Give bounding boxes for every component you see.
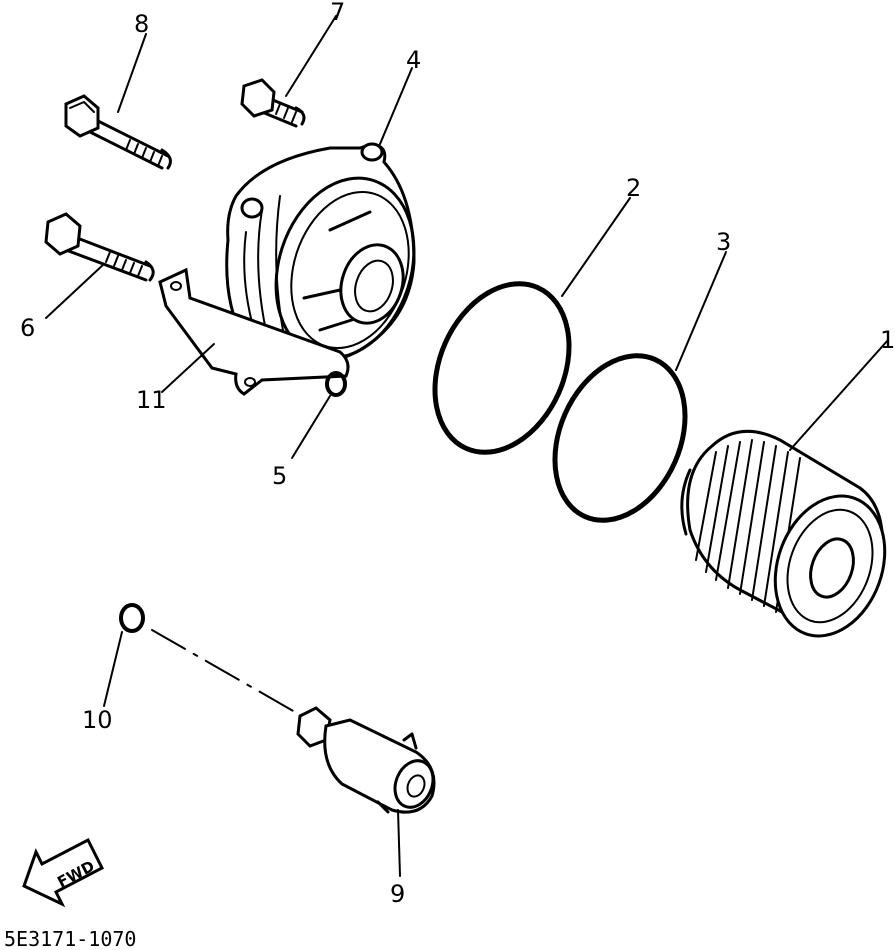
callout-2: 2 (626, 174, 641, 202)
callout-7: 7 (330, 0, 345, 26)
bolt-6 (44, 212, 155, 282)
callout-5: 5 (272, 462, 287, 490)
o-ring-5 (325, 371, 347, 397)
switch-9 (296, 706, 436, 814)
o-ring-3 (552, 353, 688, 523)
o-ring-2 (432, 281, 572, 455)
callout-8: 8 (134, 10, 149, 38)
part-code: 5E3171-1070 (4, 927, 136, 950)
leader-lines (45, 15, 889, 877)
callout-1: 1 (880, 326, 895, 354)
bracket-11 (158, 267, 350, 396)
alignment-line (151, 629, 303, 717)
callout-11: 11 (136, 386, 167, 414)
bolt-7 (240, 78, 306, 128)
oil-filter-element-1 (680, 429, 887, 638)
forward-arrow-icon: FWD (22, 837, 105, 908)
callout-4: 4 (406, 46, 421, 74)
callout-3: 3 (716, 228, 731, 256)
callout-9: 9 (390, 880, 405, 908)
callout-10: 10 (82, 706, 113, 734)
bolt-8 (64, 94, 172, 170)
o-ring-10 (119, 603, 145, 633)
callout-6: 6 (20, 314, 35, 342)
